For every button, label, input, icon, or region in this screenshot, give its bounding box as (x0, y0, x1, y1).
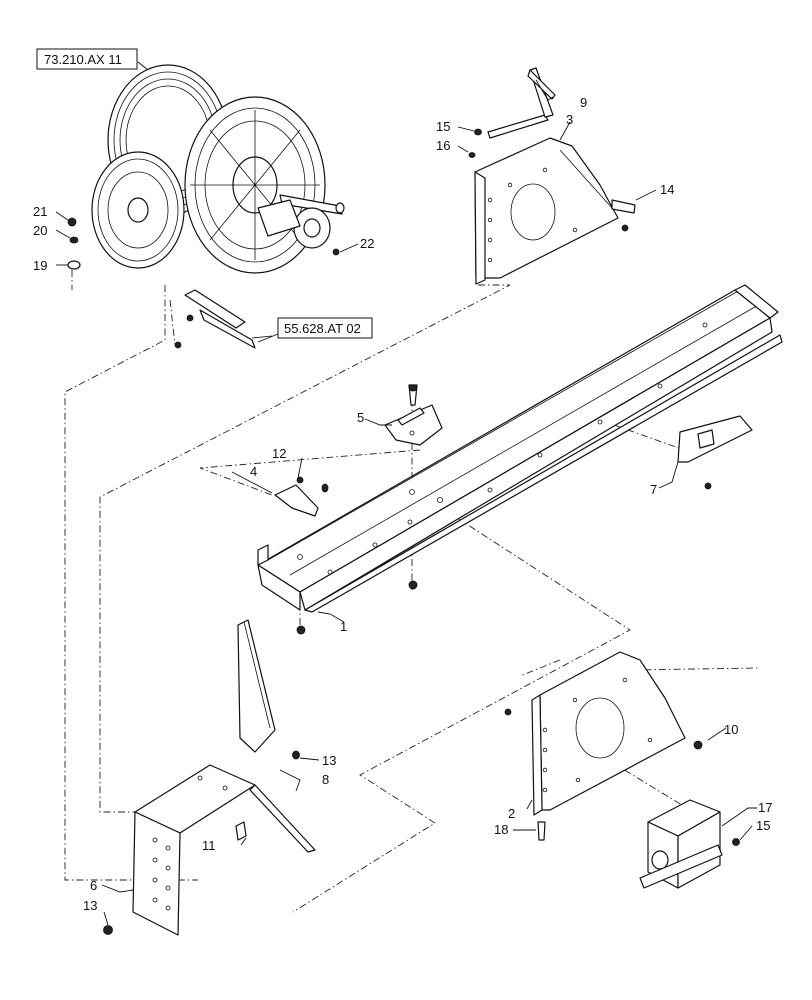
ref-label-sensor: 55.628.AT 02 (284, 321, 361, 336)
callouts: 1 2 3 4 5 6 7 8 9 10 11 12 13 13 14 15 1… (33, 95, 772, 913)
callout-6: 6 (90, 878, 97, 893)
sensor-bracket (174, 289, 273, 349)
sheave-assembly (91, 64, 345, 274)
callout-21: 21 (33, 204, 47, 219)
lower-plate (504, 651, 703, 841)
main-channel (257, 284, 783, 635)
callout-8: 8 (322, 772, 329, 787)
ref-label-pulley: 73.210.AX 11 (44, 52, 122, 67)
callout-15a: 15 (436, 119, 450, 134)
callout-1: 1 (340, 619, 347, 634)
callout-7: 7 (650, 482, 657, 497)
callout-13b: 13 (83, 898, 97, 913)
callout-2: 2 (508, 806, 515, 821)
ref-box-sensor[interactable]: 55.628.AT 02 (277, 317, 373, 339)
bracket-5 (384, 404, 443, 446)
callout-16: 16 (436, 138, 450, 153)
callout-20: 20 (33, 223, 47, 238)
ref-box-pulley[interactable]: 73.210.AX 11 (36, 48, 138, 70)
leader-lines (55, 61, 757, 926)
callout-17: 17 (758, 800, 772, 815)
callout-3: 3 (566, 112, 573, 127)
callout-5: 5 (357, 410, 364, 425)
callout-19: 19 (33, 258, 47, 273)
callout-12: 12 (272, 446, 286, 461)
callout-22: 22 (360, 236, 374, 251)
roller-bracket-17 (639, 799, 740, 889)
angle-bracket-6 (103, 764, 316, 936)
callout-14: 14 (660, 182, 674, 197)
callout-9: 9 (580, 95, 587, 110)
bracket-7 (677, 415, 753, 490)
gusset-8 (237, 619, 300, 760)
hardware-stack (67, 217, 340, 270)
callout-15b: 15 (756, 818, 770, 833)
callout-13a: 13 (322, 753, 336, 768)
callout-4: 4 (250, 464, 257, 479)
callout-10: 10 (724, 722, 738, 737)
upper-plate (468, 67, 636, 285)
callout-18: 18 (494, 822, 508, 837)
plate-4 (274, 476, 329, 517)
callout-11: 11 (202, 838, 216, 853)
